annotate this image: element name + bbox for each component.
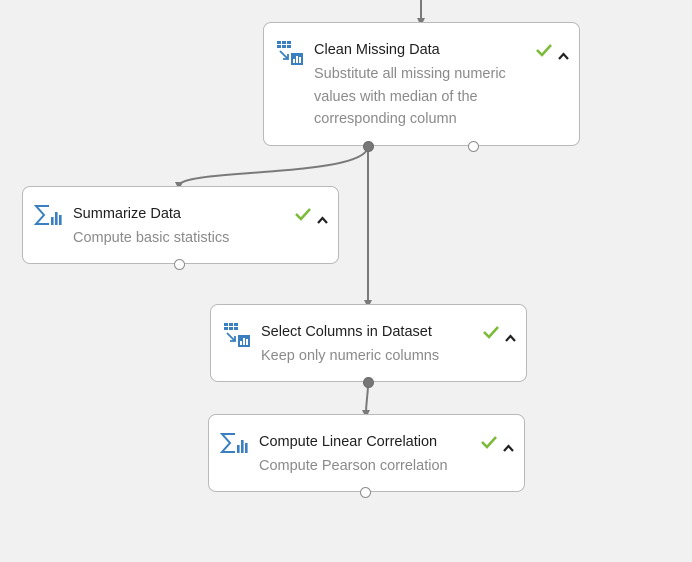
description-line: Compute basic statistics	[73, 230, 230, 246]
module-summarize-data[interactable]: Summarize Data Compute basic statistics	[22, 186, 339, 264]
statistics-sigma-icon	[219, 431, 250, 459]
output-port[interactable]	[363, 377, 374, 388]
output-port[interactable]	[360, 487, 371, 498]
wire-clean-to-summarize	[175, 145, 369, 190]
description-line: Substitute all missing numeric	[314, 66, 506, 82]
module-clean-missing-data[interactable]: Clean Missing Data Substitute all missin…	[263, 22, 580, 146]
success-check-icon	[294, 207, 312, 221]
success-check-icon	[480, 435, 498, 449]
description-line: Compute Pearson correlation	[259, 458, 448, 474]
chevron-up-icon[interactable]	[505, 329, 516, 342]
module-title: Select Columns in Dataset	[261, 324, 432, 340]
module-compute-correlation[interactable]: Compute Linear Correlation Compute Pears…	[208, 414, 525, 492]
chevron-up-icon[interactable]	[503, 439, 514, 452]
description-line: values with median of the	[314, 88, 478, 105]
dataset-transform-icon	[222, 321, 252, 349]
chevron-up-icon[interactable]	[558, 47, 569, 60]
module-title: Clean Missing Data	[314, 42, 440, 58]
module-select-columns[interactable]: Select Columns in Dataset Keep only nume…	[210, 304, 527, 382]
dataset-transform-icon	[275, 39, 305, 67]
output-port[interactable]	[468, 141, 479, 152]
output-port[interactable]	[363, 141, 374, 152]
description-line: Keep only numeric columns	[261, 348, 440, 364]
output-port[interactable]	[174, 259, 185, 270]
module-description: Substitute all missing numeric values wi…	[314, 63, 506, 131]
module-description: Compute Pearson correlation	[259, 455, 448, 478]
module-description: Keep only numeric columns	[261, 345, 439, 368]
chevron-up-icon[interactable]	[317, 211, 328, 224]
statistics-sigma-icon	[33, 203, 64, 231]
success-check-icon	[482, 325, 500, 339]
description-line: corresponding column	[314, 111, 457, 127]
success-check-icon	[535, 43, 553, 57]
module-title: Summarize Data	[73, 206, 181, 222]
module-title: Compute Linear Correlation	[259, 434, 438, 450]
module-description: Compute basic statistics	[73, 227, 229, 250]
